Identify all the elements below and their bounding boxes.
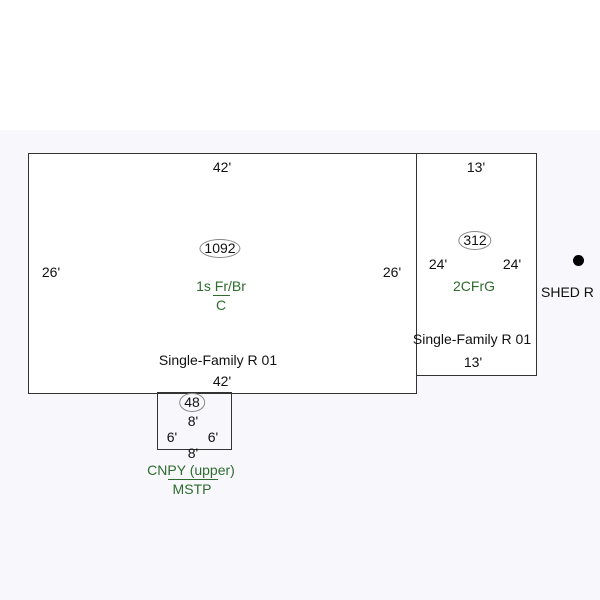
main-label: Single-Family R 01: [158, 352, 278, 368]
canopy-dim-bottom: 8': [187, 445, 199, 461]
canopy-area-badge: 48: [179, 393, 205, 412]
main-code: 1s Fr/Br: [196, 278, 246, 294]
garage-dim-bottom: 13': [463, 354, 483, 370]
shed-label: SHED R: [541, 284, 594, 300]
main-dim-top: 42': [212, 159, 232, 175]
canopy-code-divider: [168, 479, 218, 480]
garage-code: 2CFrG: [453, 278, 495, 294]
main-area-badge: 1092: [199, 239, 241, 258]
main-dim-left: 26': [41, 264, 61, 280]
garage-dim-left: 24': [428, 256, 448, 272]
canopy-code: CNPY (upper): [147, 462, 235, 478]
canopy-dim-left: 6': [166, 429, 178, 445]
garage-dim-top: 13': [466, 159, 486, 175]
canopy-dim-right: 6': [207, 429, 219, 445]
main-dwelling-section[interactable]: [28, 153, 417, 394]
garage-label: Single-Family R 01: [412, 331, 532, 347]
canopy-section[interactable]: [157, 392, 232, 450]
garage-dim-right: 24': [502, 256, 522, 272]
main-sub-code: C: [215, 297, 227, 313]
canopy-dim-top: 8': [187, 413, 199, 429]
main-dim-bottom: 42': [212, 373, 232, 389]
main-code-divider: [213, 295, 230, 296]
canopy-sub-code: MSTP: [172, 481, 212, 497]
garage-section[interactable]: [416, 153, 537, 376]
garage-area-badge: 312: [458, 231, 492, 250]
shed-marker[interactable]: [573, 255, 584, 266]
main-dim-right: 26': [382, 264, 402, 280]
